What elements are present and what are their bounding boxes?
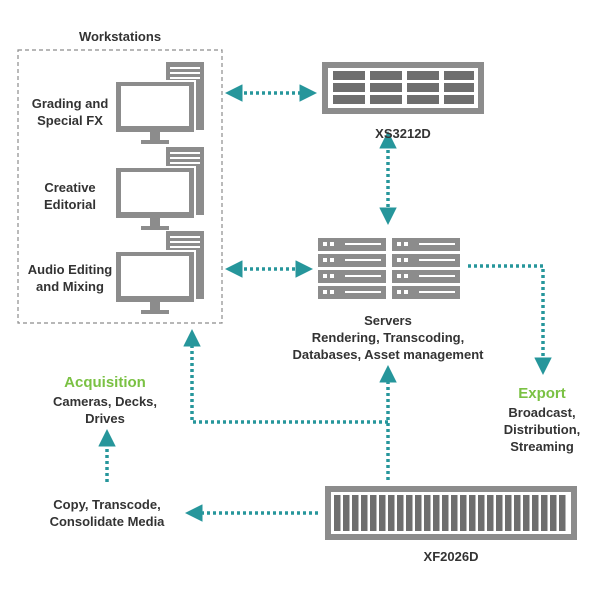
xf2026d-drive-slot [415,495,422,531]
xf2026d-drive-slot [433,495,440,531]
xf2026d-drive-slot [496,495,503,531]
xs3212d-storage-icon [322,62,484,114]
servers-label: Servers Rendering, Transcoding, Database… [292,313,484,362]
xf2026d-drive-slot [514,495,521,531]
xf2026d-storage-icon [325,486,577,540]
xf2026d-drive-slot [532,495,539,531]
xf2026d-drive-slot [460,495,467,531]
xf2026d-drive-slot [478,495,485,531]
acquisition-title: Acquisition [64,374,146,391]
xf2026d-drive-slot [352,495,359,531]
acquisition-sources: Cameras, Decks,Drives [52,394,158,426]
xf2026d-drive-slot [505,495,512,531]
xf2026d-label: XF2026D [423,549,479,564]
xs3212d-label: XS3212D [375,126,431,141]
xf2026d-drive-slot [559,495,566,531]
xf2026d-drive-slot [442,495,449,531]
xf2026d-drive-slot [550,495,557,531]
export-title: Export [518,385,566,402]
connector-servers-export [468,264,552,375]
workstation-audio-icon [114,231,204,314]
xf2026d-drive-slot [523,495,530,531]
xf2026d-drive-slot [451,495,458,531]
workstations-title: Workstations [78,29,162,44]
xf2026d-drive-slot [487,495,494,531]
workstations-group-box [17,49,223,324]
xf2026d-drive-slot [361,495,368,531]
xf2026d-drive-slot [541,495,548,531]
xf2026d-drive-slot [334,495,341,531]
connector-xf2026d-workstations [183,329,388,424]
xf2026d-drive-slot [397,495,404,531]
servers-rack-icon [318,238,460,299]
xf2026d-drive-slot [388,495,395,531]
export-destinations: Broadcast,Distribution,Streaming [503,405,581,454]
xf2026d-drive-slot [343,495,350,531]
xf2026d-drive-slot [379,495,386,531]
xf2026d-drive-slot [424,495,431,531]
workstation-editorial-icon [114,147,204,230]
workstation-grading-icon [114,62,204,144]
xf2026d-drive-slot [370,495,377,531]
xf2026d-drive-slot [469,495,476,531]
xf2026d-drive-slot [406,495,413,531]
copy-transcode-label: Copy, Transcode,Consolidate Media [49,497,165,529]
